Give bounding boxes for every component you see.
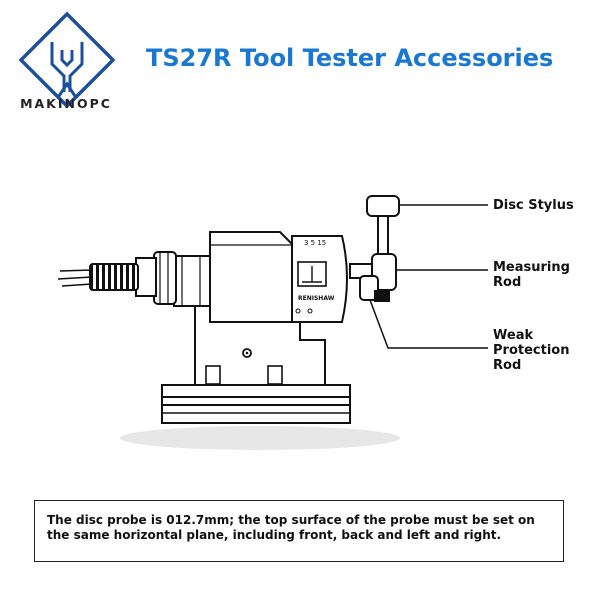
stylus-assembly [349,195,400,302]
leader-weak-protection-rod [369,299,488,349]
label-disc-stylus: Disc Stylus [493,198,574,213]
disc-stylus [366,195,400,217]
brand-name: MAKINOPC [20,96,112,111]
housing-mark: 3 5 15 [304,239,326,247]
renishaw-mark: RENISHAW [298,295,335,302]
label-measuring-rod: Measuring Rod [493,260,570,290]
spring-relief [89,263,139,291]
cable [59,269,93,272]
tool-tester-diagram: 3 5 15 RENISHAW [57,195,488,450]
ground-shadow [120,426,400,450]
page-title: TS27R Tool Tester Accessories [146,44,554,72]
makinopc-logo-icon [18,11,116,109]
cable-gland [89,251,211,307]
note-text: The disc probe is 012.7mm; the top surfa… [47,513,535,542]
note-box: The disc probe is 012.7mm; the top surfa… [34,500,564,562]
label-weak-protection-rod: Weak Protection Rod [493,328,570,373]
